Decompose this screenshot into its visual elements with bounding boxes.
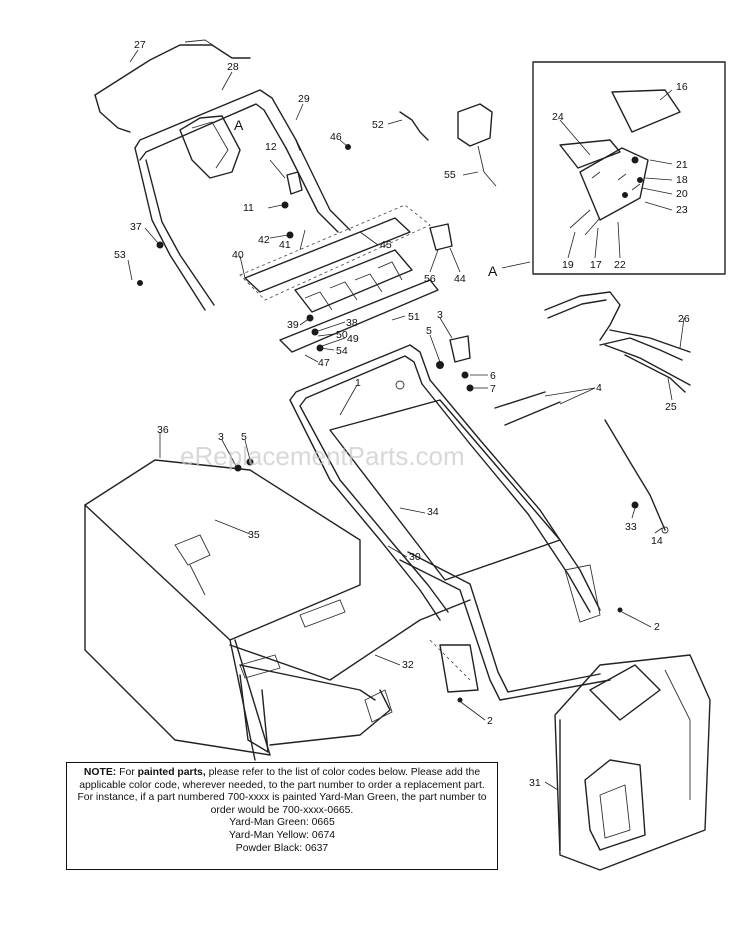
note-text-2: please refer to the list of color codes … [77, 767, 487, 816]
control-levers [544, 291, 691, 393]
callout-47: 47 [318, 357, 330, 369]
grass-catcher-bag [84, 459, 393, 761]
note-text-1: For [119, 767, 135, 778]
callout-3-upper: 3 [437, 309, 443, 321]
note-label: NOTE: [83, 767, 117, 778]
upper-handle [134, 89, 351, 311]
color-code-green: Yard-Man Green: 0665 [229, 817, 335, 829]
callout-38: 38 [346, 317, 358, 329]
color-code-black: Powder Black: 0637 [235, 842, 329, 854]
callout-55: 55 [444, 169, 456, 181]
callout-1: 1 [355, 377, 361, 389]
rods-and-cables [399, 103, 669, 534]
callout-33: 33 [625, 521, 637, 533]
callout-39: 39 [287, 319, 299, 331]
callout-14: 14 [651, 535, 663, 547]
callout-31: 31 [529, 777, 541, 789]
callout-2-right: 2 [654, 621, 660, 633]
callout-42: 42 [258, 234, 270, 246]
callout-24: 24 [552, 111, 564, 123]
callout-3-lower: 3 [218, 431, 224, 443]
callout-23: 23 [676, 204, 688, 216]
painted-parts-note: NOTE: For painted parts, please refer to… [66, 762, 498, 870]
callout-11: 11 [243, 202, 254, 214]
callout-26: 26 [678, 313, 690, 325]
callout-30: 30 [409, 551, 421, 563]
callout-45: 45 [380, 239, 392, 251]
callout-54: 54 [336, 345, 348, 357]
callout-29: 29 [298, 93, 310, 105]
callout-28: 28 [227, 61, 239, 73]
note-paragraph: NOTE: For painted parts, please refer to… [77, 767, 486, 816]
callout-19: 19 [562, 259, 574, 271]
callout-16: 16 [676, 81, 688, 93]
callout-A-panel: A [488, 263, 498, 279]
lower-handle [289, 344, 601, 623]
callout-36: 36 [157, 424, 169, 436]
callout-12: 12 [265, 141, 277, 153]
callout-6: 6 [490, 370, 496, 382]
callout-17: 17 [590, 259, 602, 271]
callout-2-bottom: 2 [487, 715, 493, 727]
callout-A-handle: A [234, 117, 244, 133]
callout-37: 37 [130, 221, 142, 233]
callout-22: 22 [614, 259, 626, 271]
callout-21: 21 [676, 159, 688, 171]
leader-lines [127, 49, 685, 791]
callout-49: 49 [347, 333, 359, 345]
callout-25: 25 [665, 401, 677, 413]
watermark-text: eReplacementParts.com [180, 441, 465, 471]
callout-52: 52 [372, 119, 384, 131]
rear-bag-shroud [554, 654, 711, 871]
callout-32: 32 [402, 659, 414, 671]
callout-18: 18 [676, 174, 688, 186]
inset-detail-box [532, 61, 726, 275]
control-panel [239, 204, 439, 353]
callout-5-lower: 5 [241, 431, 247, 443]
callout-41: 41 [279, 239, 291, 251]
callout-34: 34 [427, 506, 439, 518]
callout-51: 51 [408, 311, 420, 323]
callout-44: 44 [454, 273, 466, 285]
callout-46: 46 [330, 131, 342, 143]
color-code-yellow: Yard-Man Yellow: 0674 [228, 829, 336, 841]
bail-cable [94, 39, 251, 133]
part-callouts: 27 28 29 A 52 55 16 24 21 18 20 23 19 17… [114, 39, 690, 789]
callout-56: 56 [424, 273, 436, 285]
lower-frame [399, 551, 611, 701]
callout-4: 4 [596, 382, 602, 394]
callout-35: 35 [248, 529, 260, 541]
catcher-frame-rod [229, 599, 471, 701]
callout-50: 50 [336, 329, 348, 341]
callout-5-upper: 5 [426, 325, 432, 337]
callout-27: 27 [134, 39, 146, 51]
callout-40: 40 [232, 249, 244, 261]
callout-53: 53 [114, 249, 126, 261]
note-bold-phrase: painted parts, [137, 767, 206, 778]
fastener-hardware [137, 144, 639, 703]
callout-20: 20 [676, 188, 688, 200]
callout-7: 7 [490, 383, 496, 395]
